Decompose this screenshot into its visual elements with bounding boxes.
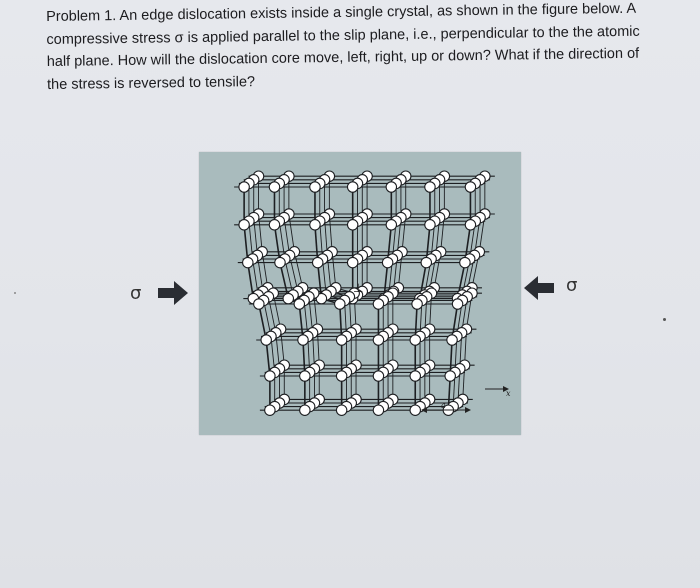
atom (242, 256, 254, 269)
atom (268, 181, 281, 193)
atom (335, 404, 348, 416)
atom (268, 219, 281, 231)
column-bond (319, 221, 323, 260)
atom (409, 370, 421, 382)
atom (451, 298, 464, 310)
atom (409, 404, 421, 416)
atom (381, 256, 394, 269)
column-bond (324, 217, 328, 256)
column-bond (256, 255, 264, 292)
atom (464, 219, 477, 231)
column-bond (298, 303, 304, 341)
column-bond (261, 251, 269, 288)
column-bond (289, 255, 299, 292)
stress-symbol-left: σ (130, 283, 142, 304)
column-bond (283, 217, 291, 256)
column-bond (252, 258, 259, 296)
edge-dislocation-figure: ⊥ x a (199, 152, 521, 435)
atom (459, 256, 471, 269)
x-axis-arrowhead (503, 386, 509, 392)
column-bond (258, 303, 267, 341)
atom (309, 181, 321, 193)
column-bond (293, 251, 304, 288)
column-bond (308, 296, 314, 333)
atom (335, 334, 348, 346)
left-arrow-icon (524, 276, 554, 300)
x-axis-label: x (506, 389, 511, 398)
atom (424, 219, 436, 231)
stray-mark (663, 318, 666, 321)
column-bond (303, 300, 309, 337)
atom (464, 181, 477, 193)
atom (372, 334, 385, 346)
atom (446, 334, 458, 346)
column-bond (280, 329, 285, 366)
atom (238, 181, 250, 193)
column-bond (314, 224, 319, 263)
stress-symbol-right: σ (566, 275, 578, 296)
atom (346, 181, 359, 193)
column-bond (263, 300, 272, 337)
column-bond (243, 224, 249, 263)
column-bond (258, 213, 263, 252)
column-bond (326, 255, 332, 292)
column-bond (278, 221, 286, 260)
atom (293, 298, 306, 310)
column-bond (272, 293, 282, 330)
column-bond (273, 224, 281, 263)
atom (274, 256, 286, 269)
atom (411, 298, 423, 310)
atom (315, 292, 328, 305)
atom (372, 370, 385, 382)
atom (282, 292, 295, 305)
atom (299, 370, 311, 382)
atom (264, 370, 276, 382)
atom (253, 298, 265, 310)
atom (385, 219, 398, 231)
atom (299, 404, 311, 416)
atom (346, 256, 359, 269)
dislocation-symbol: ⊥ (353, 281, 363, 295)
column-bond (313, 293, 318, 330)
spacing-arrowhead-left (421, 407, 427, 413)
crystal-lattice-diagram: ⊥ x a (234, 170, 511, 416)
column-bond (253, 217, 258, 256)
spacing-label: a (441, 401, 446, 410)
atom (309, 219, 321, 231)
column-bond (248, 221, 254, 260)
lattice-atoms (238, 170, 491, 416)
atom (444, 370, 456, 382)
column-bond (265, 339, 271, 377)
column-bond (275, 332, 280, 369)
atom (334, 298, 346, 310)
atom (264, 404, 276, 416)
spacing-arrowhead-right (465, 407, 471, 413)
atom (372, 298, 385, 310)
atom (335, 370, 348, 382)
column-bond (284, 258, 294, 296)
atom (297, 334, 309, 346)
atom (238, 219, 250, 231)
right-arrow-icon (158, 281, 188, 305)
stray-mark-2 (14, 292, 16, 294)
column-bond (331, 251, 337, 288)
column-bond (267, 296, 277, 333)
column-bond (316, 262, 323, 299)
atom (424, 181, 436, 193)
column-bond (328, 213, 333, 252)
atom (420, 256, 433, 269)
atom (409, 334, 421, 346)
atom (346, 219, 359, 231)
atom (311, 256, 324, 269)
atom (385, 181, 398, 193)
column-bond (247, 262, 255, 299)
atom (372, 404, 385, 416)
problem-statement: Problem 1. An edge dislocation exists in… (46, 0, 667, 96)
column-bond (288, 213, 295, 252)
column-bond (270, 336, 276, 373)
column-bond (279, 262, 290, 299)
atom (260, 334, 272, 346)
column-bond (322, 258, 327, 296)
